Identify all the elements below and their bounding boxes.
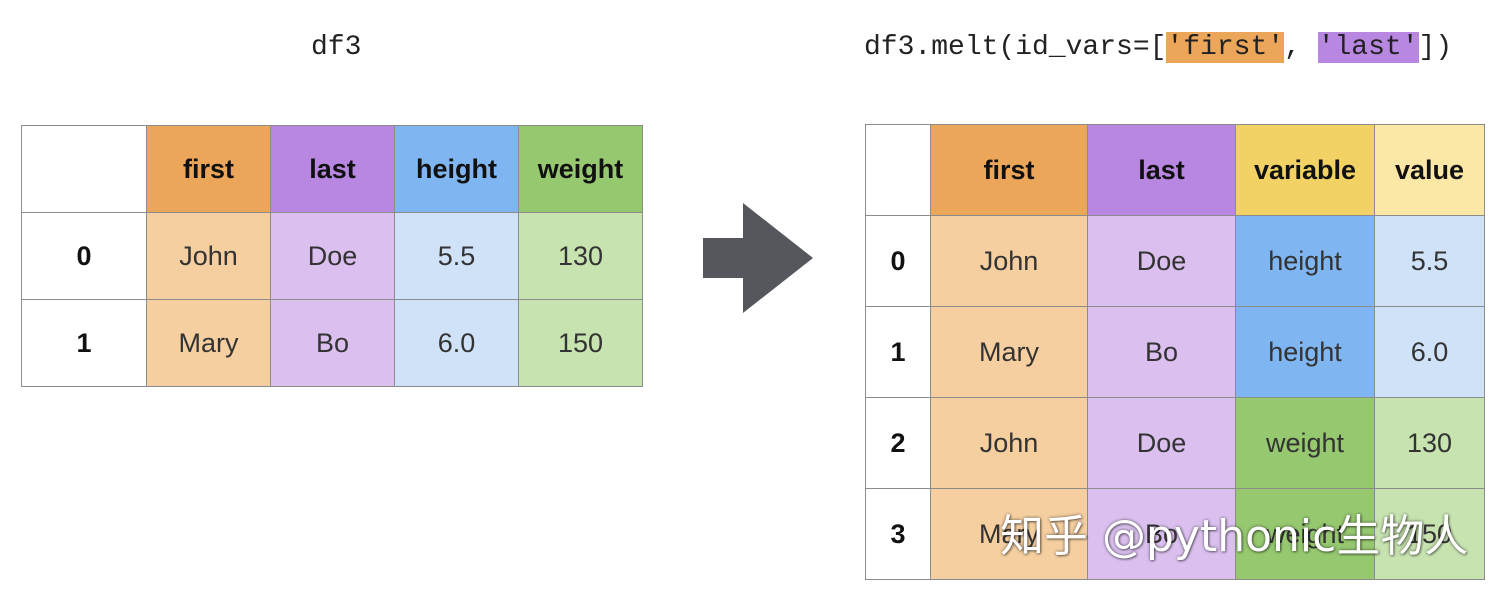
melt-code-prefix: df3.melt(id_vars=[ [864,32,1167,63]
table-row: 0 John Doe height 5.5 [865,215,1485,307]
cell-variable: weight [1235,488,1375,580]
table-corner [865,124,931,216]
cell-height: 6.0 [394,299,519,387]
cell-first: John [930,215,1088,307]
cell-value: 6.0 [1374,306,1485,398]
cell-last: Bo [270,299,395,387]
table-header-row: first last height weight [21,125,643,213]
cell-value: 5.5 [1374,215,1485,307]
melt-code-suffix: ]) [1418,32,1453,63]
cell-first: Mary [146,299,271,387]
cell-first: John [146,212,271,300]
cell-first: Mary [930,306,1088,398]
cell-last: Doe [270,212,395,300]
header-value: value [1374,124,1485,216]
table-row: 0 John Doe 5.5 130 [21,212,643,300]
row-index: 3 [865,488,931,580]
cell-last: Bo [1087,488,1236,580]
cell-weight: 150 [518,299,643,387]
header-first: first [930,124,1088,216]
melted-table: first last variable value 0 John Doe hei… [865,124,1485,580]
row-index: 2 [865,397,931,489]
id-var-first-highlight: 'first' [1166,32,1285,63]
row-index: 0 [21,212,147,300]
cell-variable: weight [1235,397,1375,489]
cell-variable: height [1235,306,1375,398]
watermark: 知乎 @pythonic生物人 [1000,511,1469,562]
melt-code-separator: , [1284,32,1318,63]
cell-height: 5.5 [394,212,519,300]
df3-table: first last height weight 0 John Doe 5.5 … [21,125,643,387]
cell-variable: height [1235,215,1375,307]
header-last: last [1087,124,1236,216]
row-index: 1 [865,306,931,398]
header-last: last [270,125,395,213]
cell-value: 150 [1374,488,1485,580]
cell-value: 130 [1374,397,1485,489]
row-index: 0 [865,215,931,307]
header-height: height [394,125,519,213]
cell-last: Doe [1087,215,1236,307]
header-weight: weight [518,125,643,213]
cell-first: Mary [930,488,1088,580]
right-table-title: df3.melt(id_vars=['first', 'last']) [864,32,1452,63]
header-first: first [146,125,271,213]
cell-last: Bo [1087,306,1236,398]
table-corner [21,125,147,213]
row-index: 1 [21,299,147,387]
table-row: 2 John Doe weight 130 [865,397,1485,489]
right-arrow-icon [703,203,813,313]
header-variable: variable [1235,124,1375,216]
table-row: 3 Mary Bo weight 150 [865,488,1485,580]
table-row: 1 Mary Bo 6.0 150 [21,299,643,387]
id-var-last-highlight: 'last' [1317,32,1419,63]
left-table-title: df3 [311,32,362,63]
cell-last: Doe [1087,397,1236,489]
cell-first: John [930,397,1088,489]
cell-weight: 130 [518,212,643,300]
table-header-row: first last variable value [865,124,1485,216]
table-row: 1 Mary Bo height 6.0 [865,306,1485,398]
